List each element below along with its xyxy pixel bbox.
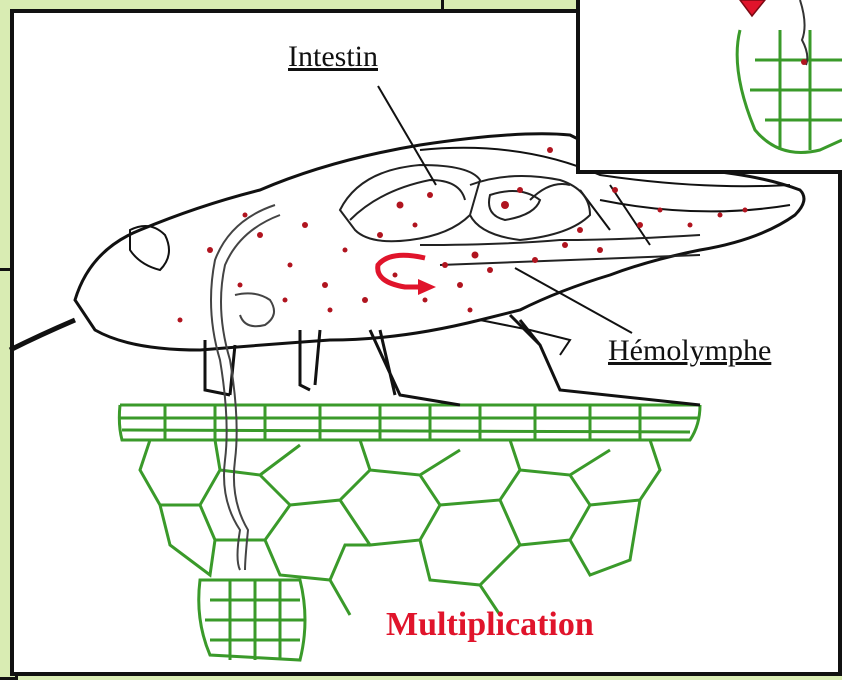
multiplication-caption: Multiplication xyxy=(386,608,594,642)
epidermis xyxy=(120,405,700,432)
hemolymphe-label: Hémolymphe xyxy=(608,336,771,366)
intestin-label: Intestin xyxy=(288,42,378,72)
stylet xyxy=(211,205,280,570)
parenchyma-cells xyxy=(140,440,660,615)
inset-stylet xyxy=(800,0,807,65)
inset-panel xyxy=(576,0,842,174)
down-arrow-icon xyxy=(740,0,765,16)
inset-diagram xyxy=(580,0,842,178)
phloem-bundle xyxy=(199,580,305,660)
